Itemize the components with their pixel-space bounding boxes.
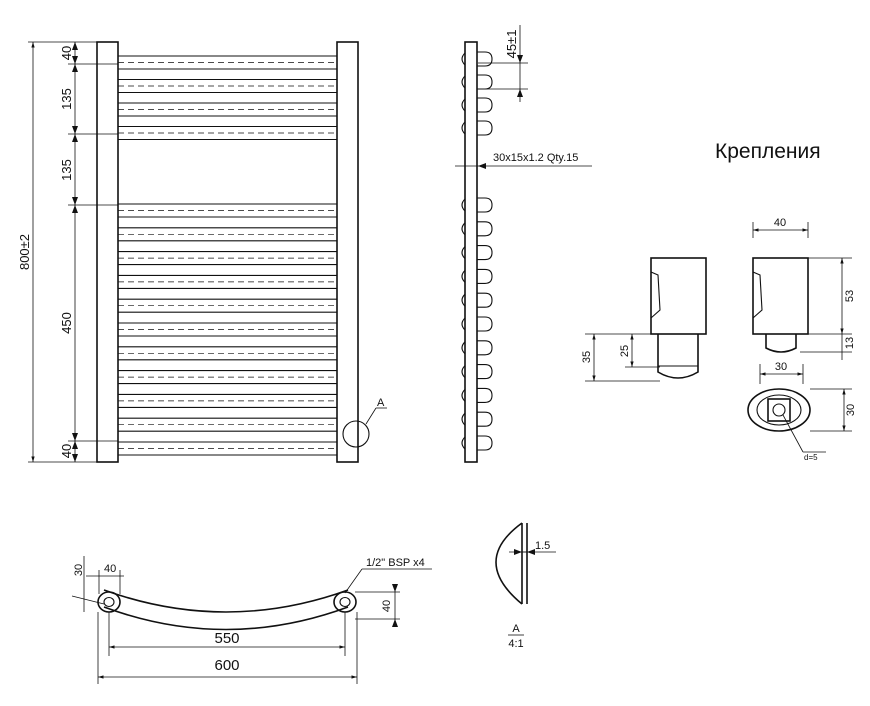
right-collector: [336, 41, 359, 463]
tube-profile-back: [461, 365, 466, 378]
w30-label: 30: [775, 361, 787, 373]
tube-spec-label: 30x15x1.2 Qty.15: [493, 152, 578, 164]
rail: [118, 346, 337, 361]
tube-profile: [477, 387, 493, 403]
tube-profile: [477, 316, 493, 332]
bracket-section: Крепления 35 25 40 53 13 30: [581, 140, 857, 462]
thickness-label: 1.5: [535, 540, 550, 552]
tube-profile: [477, 435, 493, 451]
tube-profile: [477, 268, 493, 284]
detail-a-circle: [342, 420, 370, 448]
bracket-top-square: [767, 398, 791, 422]
h30-label: 30: [845, 404, 857, 416]
bottom-view: 30 40 1/2" BSP x4 40 550 600: [71, 556, 432, 684]
height-label: 800±2: [17, 234, 32, 270]
tube-profile-back: [461, 121, 466, 135]
callout-a-label: A: [377, 397, 385, 409]
tube-profile-back: [461, 341, 466, 355]
rail: [118, 55, 337, 70]
seg-4-label: 450: [59, 312, 74, 334]
left-collector: [96, 41, 119, 463]
rail: [118, 125, 337, 141]
right-collector-plan: [333, 591, 357, 613]
tube-profile: [477, 97, 493, 113]
tube-profile-back: [461, 436, 466, 450]
detail-label: A: [512, 623, 520, 635]
width-label: 600: [214, 657, 239, 674]
bracket-top-outer: [747, 388, 811, 432]
offset-h-label: 40: [104, 563, 116, 575]
tube-profile-back: [461, 246, 466, 259]
rail: [118, 102, 337, 117]
side-view: 45±1 30x15x1.2 Qty.15: [455, 25, 592, 463]
rail: [118, 417, 337, 432]
tube-profile-back: [461, 198, 466, 212]
bracket-side-stem: [657, 334, 699, 379]
tube-profile-back: [461, 222, 466, 236]
seg-3-label: 135: [59, 159, 74, 181]
detail-a: 1.5 A 4:1: [495, 522, 556, 650]
rail: [118, 227, 337, 242]
section-title: Крепления: [715, 140, 821, 163]
tube-profile: [477, 221, 493, 237]
rail: [118, 441, 337, 456]
tube-profile: [477, 120, 493, 136]
tube-profile: [477, 245, 493, 261]
rail: [118, 393, 337, 408]
tube-profile: [477, 411, 493, 427]
tube-profile-back: [461, 293, 466, 307]
bracket-hole: [772, 403, 786, 417]
h53-label: 53: [844, 290, 856, 302]
depth-label: 40: [381, 600, 393, 612]
rail: [118, 203, 337, 218]
tube-profile: [477, 364, 493, 380]
rail: [118, 298, 337, 313]
arc-outer: [103, 589, 349, 613]
tube-profile: [477, 197, 493, 213]
seg-top-label: 40: [59, 46, 74, 60]
seg-2-label: 135: [59, 88, 74, 110]
h35-label: 35: [581, 351, 593, 363]
rail: [118, 274, 337, 289]
h25-label: 25: [619, 345, 631, 357]
w40-label: 40: [774, 217, 786, 229]
tube-profile-back: [461, 75, 466, 89]
side-tube-group: [461, 51, 493, 451]
pitch-label: 45±1: [504, 30, 519, 59]
bracket-front-stem: [765, 334, 797, 353]
hole-label: d=5: [804, 453, 818, 462]
tube-profile: [477, 51, 493, 67]
detail-arc: [495, 522, 523, 605]
bracket-front-body: [752, 257, 809, 335]
front-view: 800±2 40 135 135 450 40 A: [17, 41, 387, 463]
tube-profile-back: [461, 98, 466, 112]
arc-inner: [103, 606, 349, 631]
rail: [118, 251, 337, 266]
offset-v-label: 30: [73, 564, 85, 576]
seg-bottom-label: 40: [59, 444, 74, 458]
tube-profile-back: [461, 389, 466, 402]
tube-profile-back: [461, 412, 466, 426]
inlet-label: 1/2" BSP x4: [366, 557, 425, 569]
tube-profile: [477, 292, 493, 308]
h13-label: 13: [844, 337, 856, 349]
rail: [118, 370, 337, 385]
tube-profile: [477, 340, 493, 356]
centers-label: 550: [214, 630, 239, 647]
rail: [118, 322, 337, 337]
rail: [118, 78, 337, 94]
tube-profile-back: [461, 52, 466, 66]
bracket-side-body: [650, 257, 707, 335]
tube-profile-back: [461, 317, 466, 331]
scale-label: 4:1: [508, 638, 523, 650]
tube-profile-back: [461, 270, 466, 283]
rail-group: [118, 55, 337, 456]
tube-profile: [477, 74, 493, 90]
side-collector: [464, 41, 478, 463]
